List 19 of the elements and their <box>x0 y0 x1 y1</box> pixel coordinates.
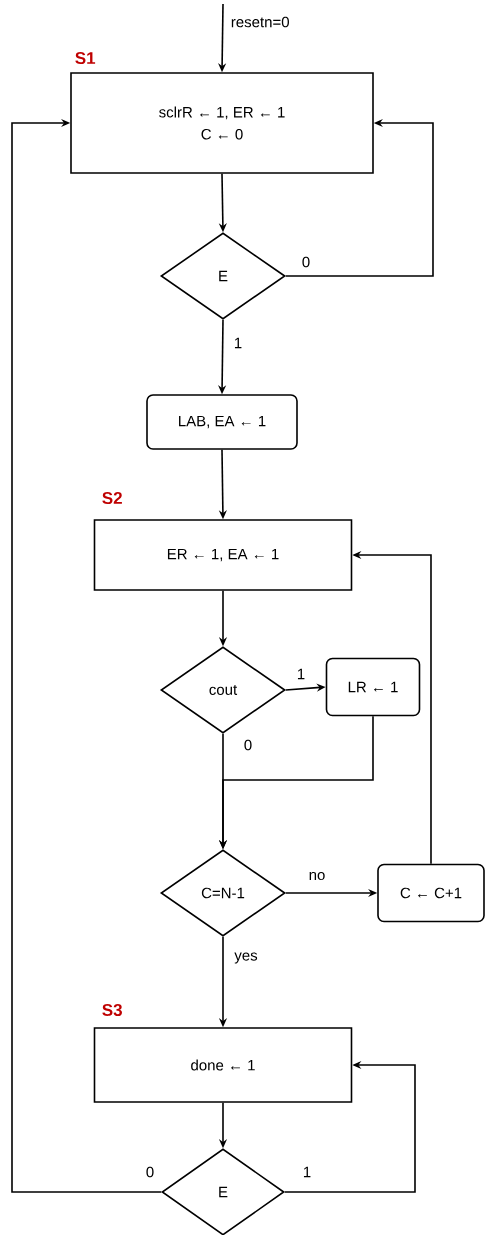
state-label: S2 <box>102 492 122 505</box>
edge-label: no <box>307 870 327 882</box>
action-box: LAB, EA ← 1 <box>146 394 298 450</box>
state-label: S3 <box>102 1003 122 1017</box>
state-box: ER ← 1, EA ← 1 <box>93 519 353 591</box>
state-label: S1 <box>75 52 96 65</box>
edge-label: 0 <box>144 1165 156 1179</box>
edge-label: 1 <box>301 1165 313 1179</box>
edge-label: 1 <box>232 336 244 350</box>
edge-label: 1 <box>295 667 307 681</box>
state-box: sclrR ← 1, ER ← 1 C ← 0 <box>70 72 374 174</box>
edge-label: yes <box>233 951 259 965</box>
arrow <box>11 118 162 1193</box>
edge-label: 0 <box>242 738 254 752</box>
edge-label: resetn=0 <box>229 15 291 29</box>
state-box: done ← 1 <box>93 1027 353 1103</box>
edge-label: 0 <box>300 255 312 269</box>
action-box: LR ← 1 <box>325 657 421 717</box>
action-box: C ← C+1 <box>377 863 485 923</box>
